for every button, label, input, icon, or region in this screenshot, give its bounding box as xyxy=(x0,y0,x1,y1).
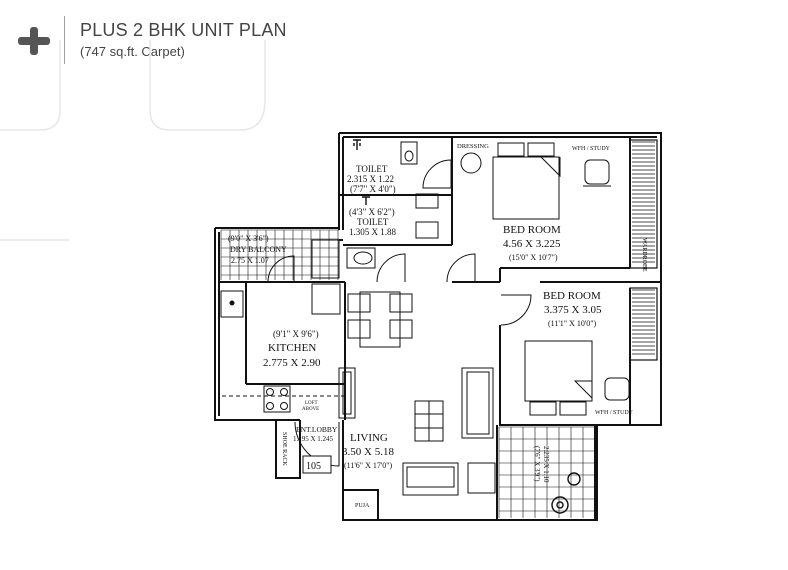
toilet1-metric: 2.315 X 1.22 xyxy=(347,174,394,184)
page-title: PLUS 2 BHK UNIT PLAN xyxy=(80,20,287,40)
wardrobe-hatching xyxy=(629,139,658,361)
dry-balcony-name: DRY BALCONY xyxy=(230,245,287,254)
unit-number-box xyxy=(302,455,332,474)
living-furniture xyxy=(338,367,496,496)
toilet2-metric: 1.305 X 1.88 xyxy=(349,227,396,237)
bed-2 xyxy=(524,340,593,416)
bedroom2-metric: 3.375 X 3.05 xyxy=(544,304,602,316)
unit-number: 105 xyxy=(306,461,321,472)
toilet-fixtures xyxy=(311,141,439,315)
shoe-rack-label: SHOE RACK xyxy=(281,432,287,467)
toilet1-imperial: (7'7" X 4'0") xyxy=(350,184,396,194)
dry-balcony-metric: 2.75 X 1.07 xyxy=(231,256,269,265)
bedroom1-metric: 4.56 X 3.225 xyxy=(503,238,561,250)
puja-label: PUJA xyxy=(355,503,370,509)
dining-table xyxy=(347,291,413,348)
balcony-metric: 2.235 X 1.10 xyxy=(542,446,550,483)
watermark xyxy=(0,40,266,241)
kitchen-name: KITCHEN xyxy=(268,342,316,354)
living-imperial: (11'6" X 17'0") xyxy=(344,461,393,470)
living-name: LIVING xyxy=(350,432,388,444)
kitchen-metric: 2.775 X 2.90 xyxy=(263,357,321,369)
page-subtitle: (747 sq.ft. Carpet) xyxy=(80,44,185,59)
shower-icon xyxy=(353,139,370,205)
toilet1-name: TOILET xyxy=(356,164,388,174)
dry-balcony-grid xyxy=(220,229,339,280)
loft-label-1: LOFT xyxy=(305,401,318,406)
bed-1 xyxy=(492,142,561,220)
balcony-imperial: (7'6" X 3'9") xyxy=(533,446,541,482)
balcony-plant-icon xyxy=(551,472,581,514)
cooking-hob-icon xyxy=(263,385,291,413)
bedroom1-name: BED ROOM xyxy=(503,224,561,236)
toilet2-imperial: (4'3" X 6'2") xyxy=(349,207,395,217)
dry-balcony-imperial: (9'0" X 3'6") xyxy=(228,234,269,243)
ent-lobby-name: ENT.LOBBY xyxy=(296,425,338,434)
kitchen-sink-icon xyxy=(220,290,244,318)
balcony-grid xyxy=(498,426,596,518)
loft-label-2: ABOVE xyxy=(302,407,319,412)
bedroom1-imperial: (15'0" X 10'7") xyxy=(509,253,558,262)
kitchen-imperial: (9'1" X 9'6") xyxy=(273,329,319,339)
study-chair-1-icon xyxy=(583,159,611,187)
wfh-study2-label: WFH / STUDY xyxy=(595,410,634,416)
dressing-label: DRESSING xyxy=(457,143,489,150)
bedroom2-imperial: (11'1" X 10'0") xyxy=(548,319,597,328)
header-divider xyxy=(64,16,65,64)
header: PLUS 2 BHK UNIT PLAN (747 sq.ft. Carpet) xyxy=(0,0,788,70)
wfh-study1-label: WFH / STUDY xyxy=(572,146,611,152)
bedroom2-name: BED ROOM xyxy=(543,290,601,302)
living-metric: 3.50 X 5.18 xyxy=(342,446,394,458)
wardrobe-label: WARDROBE xyxy=(641,238,647,272)
plus-logo-icon xyxy=(18,27,50,55)
dressing-stool-icon xyxy=(460,152,482,174)
ent-lobby-metric: 1.195 X 1.245 xyxy=(293,435,334,443)
toilet2-name: TOILET xyxy=(357,217,389,227)
study-chair-2-icon xyxy=(604,377,630,401)
